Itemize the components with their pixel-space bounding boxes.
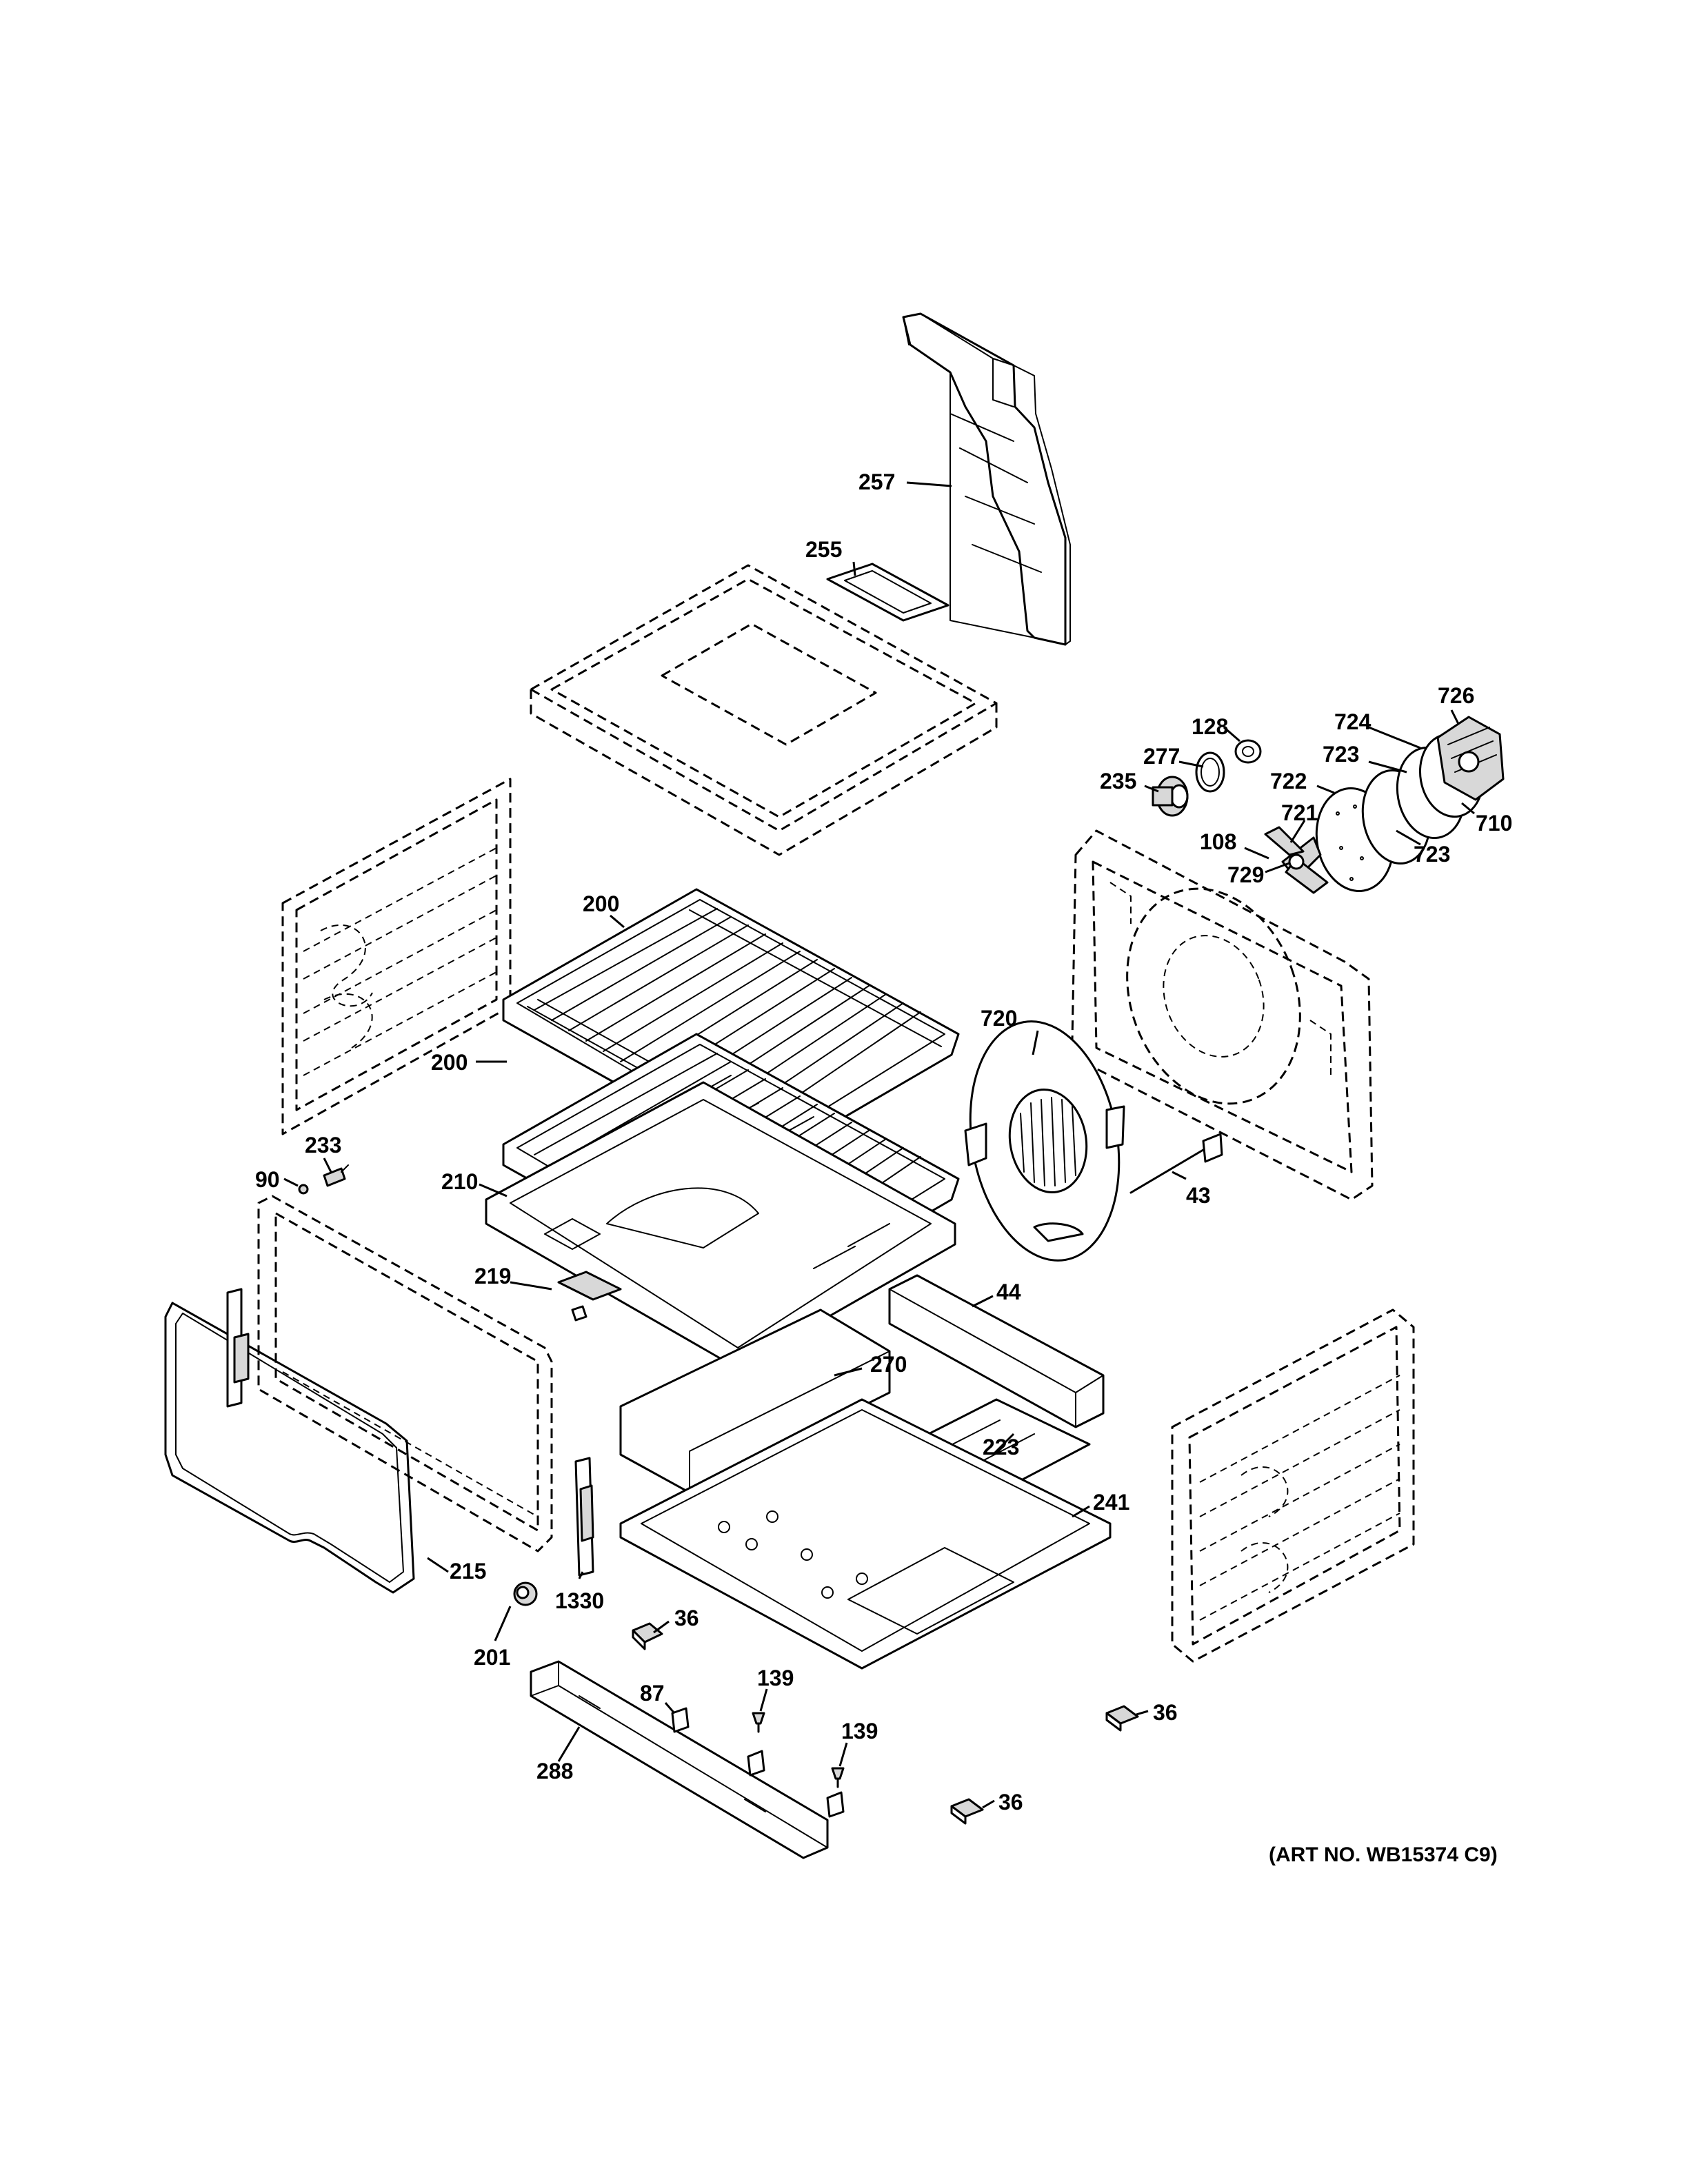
rear-panel-outline bbox=[1071, 829, 1374, 1201]
callout-223: 223 bbox=[983, 1435, 1019, 1459]
part-90-screw bbox=[298, 1184, 309, 1195]
art-number-label: (ART NO. WB15374 C9) bbox=[1269, 1843, 1498, 1866]
callout-128: 128 bbox=[1192, 714, 1228, 739]
part-1330-hinge bbox=[574, 1457, 594, 1577]
part-87-clip-b bbox=[747, 1750, 765, 1777]
callout-201: 201 bbox=[474, 1645, 510, 1670]
part-288-toe-kick bbox=[530, 1660, 829, 1859]
callout-720: 720 bbox=[981, 1006, 1017, 1031]
callout-219: 219 bbox=[474, 1264, 511, 1288]
callout-241: 241 bbox=[1093, 1490, 1129, 1515]
part-87-clip-c bbox=[826, 1791, 845, 1818]
callout-139-b: 139 bbox=[841, 1719, 878, 1743]
part-215-door-gasket bbox=[164, 1302, 415, 1594]
callout-721: 721 bbox=[1281, 800, 1318, 825]
part-139-screw-b bbox=[831, 1767, 845, 1788]
part-257-vent-duct bbox=[902, 312, 1071, 646]
callout-729: 729 bbox=[1227, 862, 1264, 887]
part-233-switch bbox=[323, 1164, 349, 1187]
part-201-disc bbox=[513, 1581, 538, 1606]
callout-722: 722 bbox=[1270, 769, 1307, 793]
part-721-fan-blade bbox=[1264, 826, 1329, 894]
callout-36-b: 36 bbox=[1153, 1700, 1178, 1725]
part-44-channel bbox=[888, 1274, 1105, 1428]
callout-labels: 257 255 726 724 128 723 277 722 235 710 … bbox=[255, 469, 1512, 1814]
part-139-screw-a bbox=[752, 1712, 765, 1733]
part-36-leveling-foot-a bbox=[632, 1622, 663, 1650]
part-87-clip-a bbox=[671, 1707, 690, 1733]
callout-270: 270 bbox=[870, 1352, 907, 1377]
oven-cavity-top-outline bbox=[530, 564, 998, 856]
part-277-gasket-ring bbox=[1195, 751, 1225, 793]
callout-277: 277 bbox=[1143, 744, 1180, 769]
part-43-temperature-sensor bbox=[1129, 1133, 1223, 1194]
callout-724: 724 bbox=[1334, 709, 1372, 734]
callout-235: 235 bbox=[1100, 769, 1136, 793]
part-128-bushing bbox=[1234, 739, 1262, 764]
part-36-leveling-foot-c bbox=[950, 1798, 984, 1825]
callout-710: 710 bbox=[1476, 811, 1512, 836]
callout-215: 215 bbox=[450, 1559, 486, 1584]
callout-210: 210 bbox=[441, 1169, 478, 1194]
callout-36-c: 36 bbox=[998, 1790, 1023, 1814]
callout-200-a: 200 bbox=[583, 891, 619, 916]
callout-233: 233 bbox=[305, 1133, 341, 1157]
callout-leaders bbox=[283, 481, 1475, 1809]
callout-255: 255 bbox=[805, 537, 842, 562]
callout-200-b: 200 bbox=[431, 1050, 468, 1075]
left-side-panel-outline bbox=[281, 778, 512, 1135]
callout-90: 90 bbox=[255, 1167, 280, 1192]
part-720-convection-baffle bbox=[964, 1020, 1125, 1262]
part-241-oven-floor-panel bbox=[619, 1398, 1112, 1670]
callout-723-a: 723 bbox=[1323, 742, 1359, 767]
callout-726: 726 bbox=[1438, 683, 1474, 708]
callout-1330: 1330 bbox=[555, 1588, 604, 1613]
callout-257: 257 bbox=[858, 469, 895, 494]
part-255-gasket bbox=[826, 563, 950, 622]
part-36-leveling-foot-b bbox=[1105, 1705, 1139, 1732]
callout-288: 288 bbox=[536, 1759, 573, 1783]
part-235-fan-motor-shaft bbox=[1152, 776, 1189, 817]
door-hinge-left bbox=[226, 1288, 250, 1408]
callout-139-a: 139 bbox=[757, 1666, 794, 1690]
front-frame-outline bbox=[257, 1195, 553, 1553]
callout-43: 43 bbox=[1186, 1183, 1211, 1208]
right-side-panel-outline bbox=[1171, 1308, 1415, 1663]
part-219-bracket bbox=[557, 1271, 622, 1322]
callout-36-a: 36 bbox=[674, 1606, 699, 1630]
part-270-insulation bbox=[619, 1308, 891, 1494]
callout-723-b: 723 bbox=[1414, 842, 1450, 867]
part-726-motor bbox=[1436, 716, 1505, 801]
callout-44: 44 bbox=[996, 1280, 1021, 1304]
part-210-oven-bottom bbox=[485, 1081, 956, 1370]
callout-108: 108 bbox=[1200, 829, 1236, 854]
callout-87: 87 bbox=[640, 1681, 665, 1706]
